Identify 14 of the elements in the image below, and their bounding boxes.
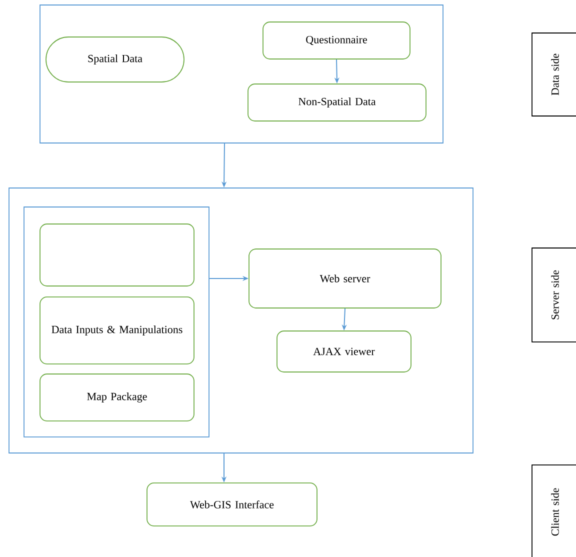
group-box [8,188,474,454]
empty-box [40,224,194,286]
group-box [40,4,444,144]
process-box: Map Package [40,374,194,422]
process-box: Web server [248,248,442,308]
side-label-box: Data side [532,32,576,116]
side-label-box: Client side [532,464,576,557]
process-box: Data Inputs & Manipulations [40,296,194,364]
side-label-box: Server side [532,248,576,342]
process-box: AJAX viewer [276,330,412,372]
process-box: Non-Spatial Data [248,84,426,122]
group-box [24,206,210,438]
process-box: Questionnaire [262,22,410,60]
process-box: Web-GIS Interface [146,482,318,526]
